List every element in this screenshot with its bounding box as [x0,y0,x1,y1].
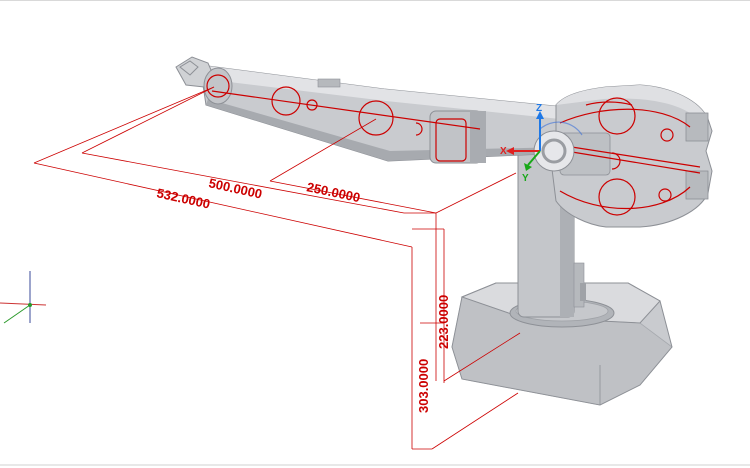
transform-gizmo-icon[interactable]: X Y Z [500,103,583,184]
dimension-303-label[interactable]: 303.0000 [416,359,431,413]
view-triad-icon[interactable] [0,271,47,324]
gizmo-y-axis[interactable] [527,150,541,166]
dimension-532-label[interactable]: 532.0000 [155,185,211,211]
robot-arm[interactable] [175,56,567,164]
gizmo-y-label: Y [522,173,529,184]
dimension-223-label[interactable]: 223.0000 [436,295,451,349]
sketch-curves [206,74,701,216]
dimension-500-label[interactable]: 500.0000 [207,175,263,201]
dimension-lines [33,86,521,450]
gizmo-x-label: X [500,146,507,157]
dimension-250-label[interactable]: 250.0000 [305,179,361,205]
gizmo-z-label: Z [536,103,542,114]
